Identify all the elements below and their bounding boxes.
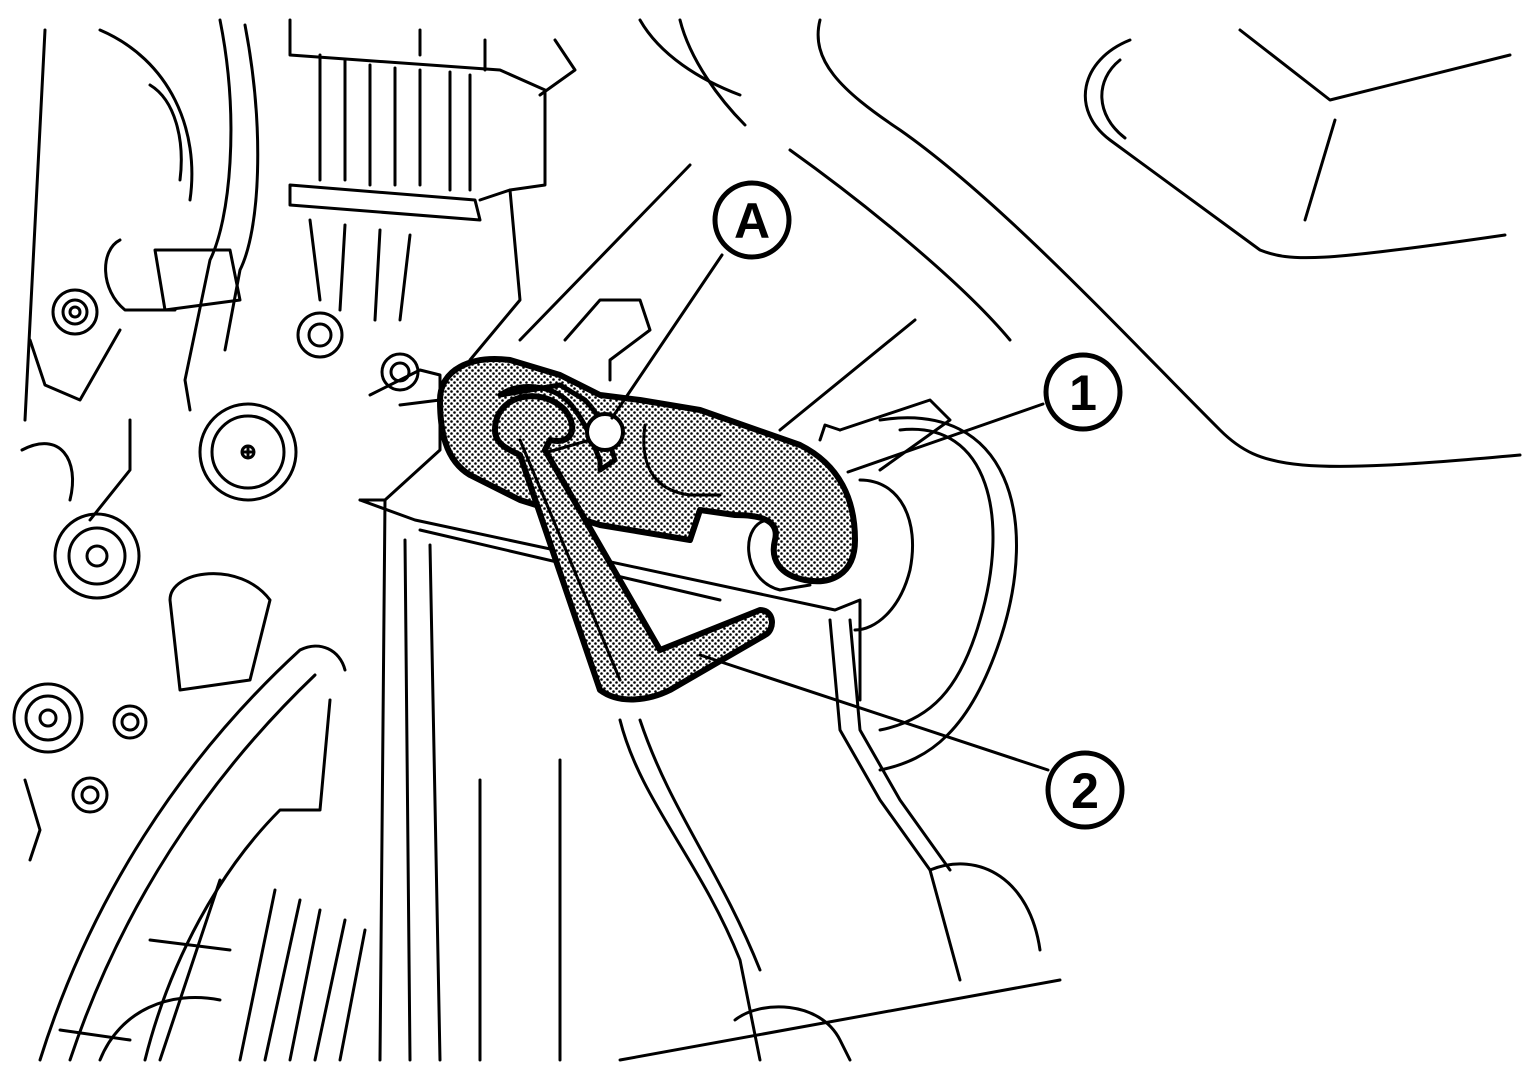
left-hardware bbox=[12, 238, 420, 862]
body-panel-outline bbox=[638, 18, 1522, 468]
callout-1: 1 bbox=[1043, 352, 1123, 432]
callout-a-circle bbox=[712, 180, 792, 260]
callout-1-label: 1 bbox=[1069, 365, 1097, 421]
point-a-marker bbox=[585, 412, 625, 452]
callout-2: 2 bbox=[1045, 750, 1125, 830]
leader-lines bbox=[610, 253, 1050, 772]
center-case bbox=[358, 163, 1062, 1062]
callout-2-circle bbox=[1045, 750, 1125, 830]
lower-left-shroud bbox=[38, 644, 367, 1062]
upper-bracket bbox=[288, 18, 577, 362]
callout-2-label: 2 bbox=[1071, 763, 1099, 819]
callout-1-circle bbox=[1043, 352, 1123, 432]
callout-a: A bbox=[712, 180, 792, 260]
left-frame-rail bbox=[23, 18, 260, 422]
callout-a-label: A bbox=[734, 193, 770, 249]
